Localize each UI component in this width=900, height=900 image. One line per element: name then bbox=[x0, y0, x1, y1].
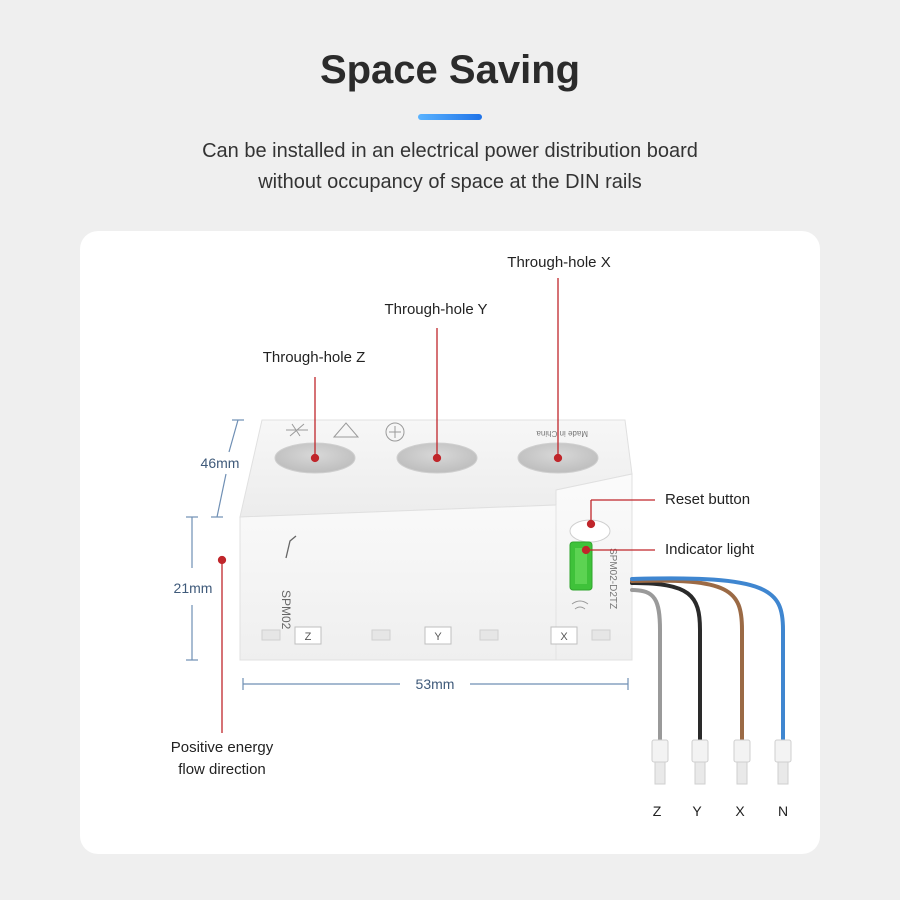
port-label-y: Y bbox=[434, 631, 442, 643]
wire-label-n: N bbox=[778, 803, 788, 819]
wire-label-x: X bbox=[735, 803, 745, 819]
title-accent-bar bbox=[418, 114, 482, 120]
dimension-height: 21mm bbox=[174, 580, 213, 596]
subtitle-line-1: Can be installed in an electrical power … bbox=[202, 140, 698, 162]
dimension-width: 53mm bbox=[416, 676, 455, 692]
made-in-text: Made in China bbox=[536, 429, 588, 438]
subtitle: Can be installed in an electrical power … bbox=[0, 136, 900, 198]
wire-y bbox=[630, 581, 702, 744]
label-reset-button: Reset button bbox=[665, 491, 750, 508]
wire-n bbox=[630, 576, 785, 744]
label-indicator-light: Indicator light bbox=[665, 541, 755, 558]
port-label-x: X bbox=[560, 631, 568, 643]
wire-label-z: Z bbox=[653, 803, 662, 819]
dimension-depth: 46mm bbox=[201, 455, 240, 471]
label-through-hole-z: Through-hole Z bbox=[263, 349, 366, 366]
wire-label-y: Y bbox=[692, 803, 702, 819]
model-side-text: SPM02-D2TZ bbox=[607, 548, 618, 609]
dimension-lines bbox=[186, 419, 629, 690]
wire-ferrules bbox=[651, 739, 792, 785]
top-symbols bbox=[286, 422, 405, 442]
label-through-hole-x: Through-hole X bbox=[507, 254, 610, 271]
bottom-ports bbox=[261, 626, 611, 645]
label-through-hole-y: Through-hole Y bbox=[384, 301, 487, 318]
model-front-text: SPM02 bbox=[279, 590, 293, 630]
label-energy-flow-line-2: flow direction bbox=[178, 761, 266, 778]
wire-x bbox=[630, 578, 744, 744]
label-energy-flow-line-1: Positive energy bbox=[171, 739, 274, 756]
wires bbox=[630, 576, 785, 744]
page-title: Space Saving bbox=[319, 48, 581, 92]
wire-z bbox=[630, 588, 662, 744]
callout-pointers bbox=[217, 278, 655, 733]
subtitle-line-2: without occupancy of space at the DIN ra… bbox=[258, 171, 642, 193]
port-label-z: Z bbox=[305, 631, 312, 643]
